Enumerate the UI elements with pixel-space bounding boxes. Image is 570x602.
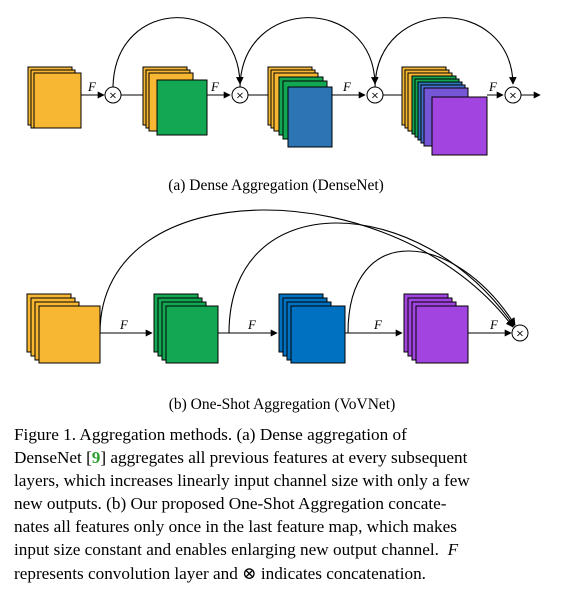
caption-line-6-var: F [447, 540, 459, 560]
panel-a-concat-node-4: × [504, 86, 522, 104]
caption-line-7-post: indicates concatenation. [260, 563, 426, 583]
panel-a-skip-arc-1 [112, 17, 244, 88]
panel-a-feature-map-3 [267, 66, 333, 148]
panel-b-f-label-3: F [373, 317, 383, 332]
panel-a-f-label-2: F [210, 79, 220, 94]
caption-line-4: new outputs. (b) Our proposed One-Shot A… [14, 494, 447, 514]
svg-text:×: × [109, 91, 117, 102]
caption-line-6: input size constant and enables enlargin… [14, 538, 558, 561]
caption-line-2: DenseNet [9] aggregates all previous fea… [14, 446, 558, 469]
panel-a-skip-arc-2 [239, 17, 379, 88]
caption-line-3: layers, which increases linearly input c… [14, 471, 470, 491]
panel-b-input-feature-map [26, 293, 101, 364]
panel-a-concat-node-1: × [104, 86, 122, 104]
panel-a-dense-aggregation: F × F × F [27, 17, 541, 194]
caption-line-2-pre: DenseNet [ [14, 448, 92, 468]
caption-line-1: Figure 1. Aggregation methods. (a) Dense… [14, 425, 407, 444]
panel-b-skip-arc-1 [228, 222, 515, 334]
panel-a-f-label-4: F [488, 79, 498, 94]
panel-b-f-label-4: F [489, 317, 499, 332]
panel-a-f-label-3: F [342, 79, 352, 94]
panel-a-feature-map-2 [142, 66, 208, 136]
panel-a-concat-node-3: × [366, 86, 384, 104]
panel-b-subcaption: (b) One-Shot Aggregation (VoVNet) [169, 396, 396, 413]
svg-text:×: × [371, 91, 379, 102]
panel-b-one-shot-aggregation: F F F F × [26, 209, 529, 413]
caption-line-2-post: ] aggregates all previous features at ev… [100, 448, 468, 468]
panel-b-skip-arc-input [99, 209, 514, 334]
panel-b-f-label-2: F [247, 317, 257, 332]
panel-a-input-feature-map [27, 66, 82, 129]
panel-a-subcaption: (a) Dense Aggregation (DenseNet) [168, 177, 384, 194]
panel-b-concat-node: × [511, 324, 529, 342]
svg-text:×: × [236, 91, 244, 102]
panel-b-feature-map-3 [403, 293, 469, 364]
panel-a-skip-arc-3 [374, 17, 517, 88]
caption-line-5: nates all features only once in the last… [14, 517, 457, 537]
otimes-symbol: ⊗ [242, 563, 257, 583]
panel-b-skip-arc-2 [347, 250, 516, 334]
svg-text:×: × [509, 91, 517, 102]
panel-a-concat-node-2: × [231, 86, 249, 104]
panel-a-feature-map-4 [401, 66, 488, 156]
panel-b-f-label-1: F [119, 317, 129, 332]
panel-a-f-label-1: F [87, 79, 97, 94]
panel-b-feature-map-2 [278, 293, 346, 364]
panel-b-feature-map-1 [153, 293, 219, 364]
caption-line-7: represents convolution layer and ⊗ indic… [14, 562, 558, 585]
citation-link[interactable]: 9 [91, 448, 101, 468]
aggregation-diagram: F × F × F [26, 17, 541, 413]
svg-text:×: × [516, 329, 524, 340]
figure-caption: Figure 1. Aggregation methods. (a) Dense… [14, 423, 558, 585]
caption-line-7-pre: represents convolution layer and [14, 563, 238, 583]
caption-line-6-text: input size constant and enables enlargin… [14, 540, 439, 560]
